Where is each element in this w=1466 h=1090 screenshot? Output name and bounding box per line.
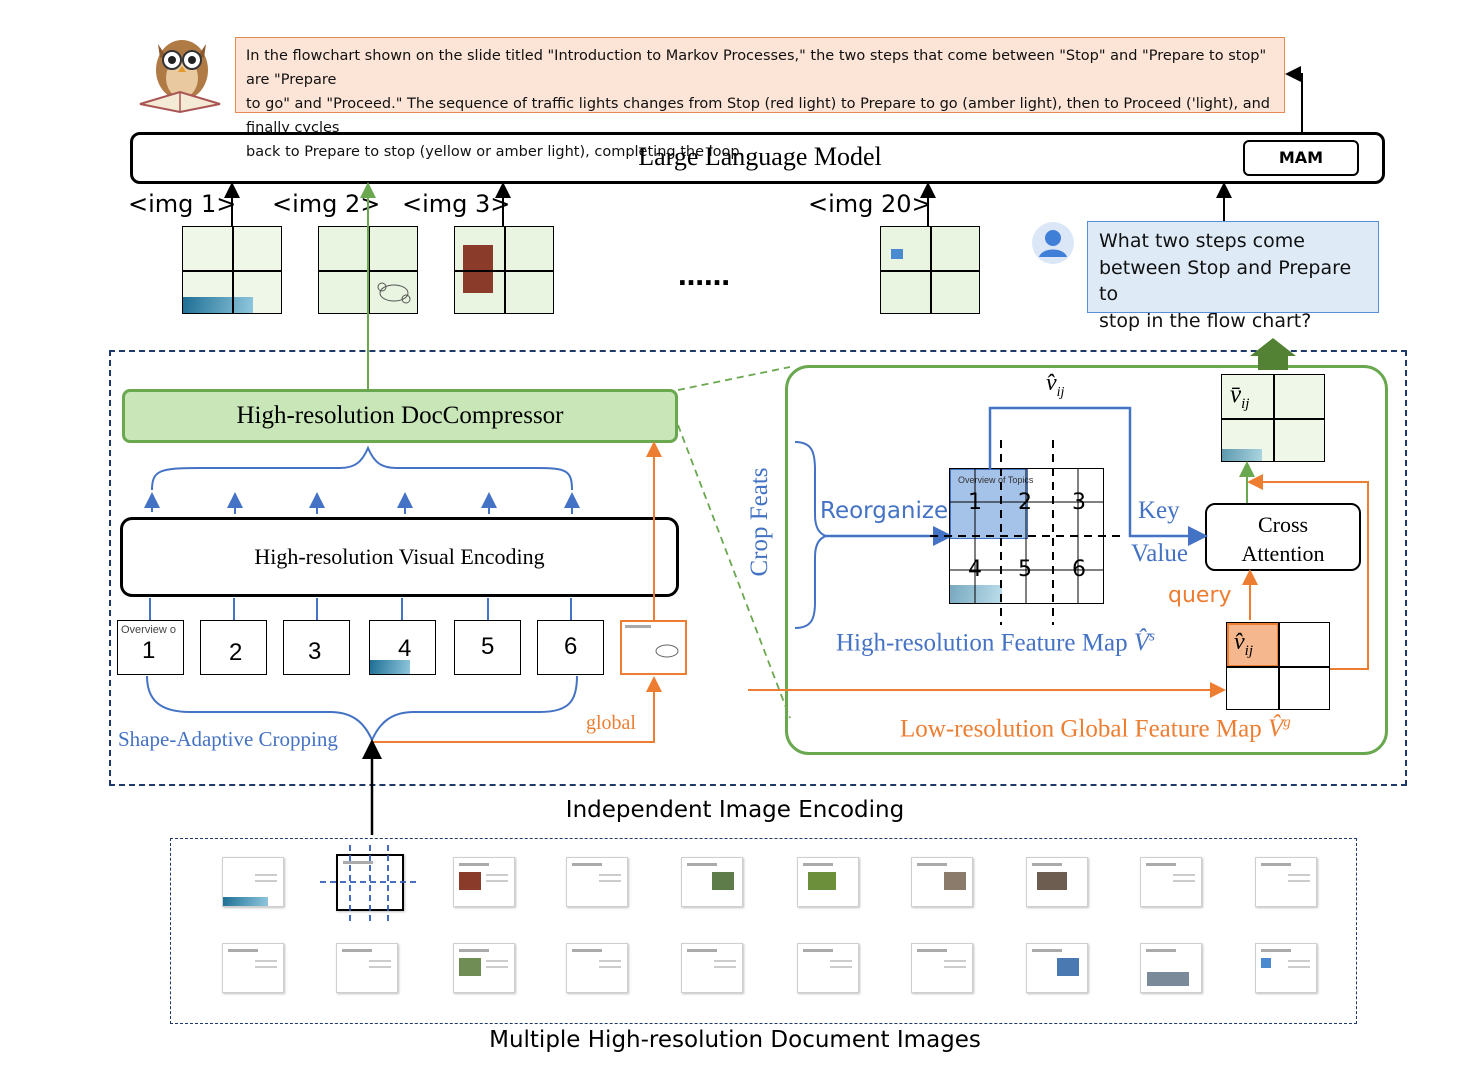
lr-map-symbol: V̂g: [1261, 715, 1291, 743]
lr-feature-map: [1226, 622, 1330, 710]
llm-title: Large Language Model: [638, 142, 882, 171]
hr-map-text: High-resolution Feature Map: [836, 629, 1128, 657]
key-label: Key: [1138, 497, 1180, 524]
crop-number: 1: [142, 637, 156, 664]
cross-attention-line: Cross: [1257, 512, 1309, 537]
crop-3: 3: [283, 620, 350, 675]
doc-thumb: [566, 857, 628, 907]
question-line: What two steps come: [1099, 230, 1305, 252]
owl-reading-icon: [130, 30, 230, 115]
hr-map-symbol: V̂s: [1127, 629, 1155, 657]
doc-thumb: [222, 943, 284, 993]
green-output-arrow: [1250, 338, 1296, 370]
llm-box: [130, 132, 1385, 184]
user-avatar-icon: [1030, 220, 1076, 266]
crop-number: 2: [229, 639, 243, 666]
arrow-answer: [1285, 66, 1303, 132]
hr-map-label: High-resolution Feature Map V̂s: [836, 629, 1155, 657]
crop-6: 6: [537, 620, 604, 675]
crop-number: 4: [398, 635, 412, 662]
answer-box: In the flowchart shown on the slide titl…: [235, 37, 1285, 160]
answer-line: In the flowchart shown on the slide titl…: [246, 48, 1267, 88]
answer-line: back to Prepare to stop (yellow or amber…: [246, 144, 745, 160]
doc-thumb: [681, 857, 743, 907]
reorganize-label: Reorganize: [820, 498, 949, 524]
doc-thumb: [911, 943, 973, 993]
output-feature-map: [1221, 374, 1325, 462]
section-title: Independent Image Encoding: [565, 797, 905, 823]
bottom-title: Multiple High-resolution Document Images: [489, 1027, 981, 1053]
global-image: [620, 620, 687, 675]
crop-5: 5: [454, 620, 521, 675]
crop-number: 5: [481, 633, 495, 660]
image-thumbnail-3: [454, 226, 554, 314]
independent-encoding-frame: [109, 350, 1407, 786]
doc-thumb: [1255, 943, 1317, 993]
doc-thumb: [1026, 857, 1088, 907]
overview-caption: Overview of Topics: [958, 475, 1034, 485]
doc-thumb: [797, 943, 859, 993]
doc-thumb: [911, 857, 973, 907]
image-thumbnail-20: [880, 226, 980, 314]
doc-thumb: [1140, 943, 1202, 993]
ellipsis: ……: [678, 262, 730, 292]
lr-map-text: Low-resolution Global Feature Map: [900, 715, 1262, 743]
doc-thumb: [1255, 857, 1317, 907]
global-label: global: [586, 712, 636, 734]
doc-thumb: [453, 943, 515, 993]
doc-thumb: [336, 943, 398, 993]
global-input: [372, 676, 662, 743]
shape-adaptive-label: Shape-Adaptive Cropping: [118, 727, 338, 751]
question-line: between Stop and Prepare to: [1099, 256, 1352, 306]
crop-4: 4: [369, 620, 436, 675]
document-images-frame: [170, 838, 1357, 1024]
doc-thumb: [1026, 943, 1088, 993]
doc-thumb: [797, 857, 859, 907]
v-ij-g-symbol: v̂ij: [1234, 629, 1253, 659]
mam-box: MAM: [1243, 140, 1359, 176]
image-thumbnail-1: [182, 226, 282, 314]
cross-attention-box: Cross Attention: [1205, 503, 1361, 571]
value-label: Value: [1131, 540, 1188, 567]
cross-attention-line: Attention: [1241, 541, 1325, 566]
key-value-path: [988, 406, 1208, 546]
question-box: What two steps come between Stop and Pre…: [1087, 221, 1379, 332]
img-token-20: <img 20>: [808, 190, 932, 218]
doc-thumb: [222, 857, 284, 907]
doc-thumb: [681, 943, 743, 993]
top-brace: [151, 445, 573, 491]
crop-1: Overview o 1: [117, 620, 184, 675]
visual-encoding-box: High-resolution Visual Encoding: [120, 517, 679, 597]
crop-2: 2: [200, 620, 267, 675]
question-line: stop in the flow chart?: [1099, 309, 1312, 332]
crop-number: 3: [308, 638, 322, 665]
doc-thumb: [1140, 857, 1202, 907]
detail-panel: [785, 365, 1388, 755]
lr-map-label: Low-resolution Global Feature Map V̂g: [900, 715, 1291, 743]
zoom-line-bottom: [677, 424, 791, 719]
residual-path: [1247, 474, 1369, 670]
v-bar-ij-symbol: v̄ij: [1230, 381, 1250, 412]
doc-compressor-box: High-resolution DocCompressor: [122, 389, 678, 443]
doc-thumb: [453, 857, 515, 907]
doc-thumb: [566, 943, 628, 993]
img-token-1: <img 1>: [128, 190, 237, 218]
query-label: query: [1168, 583, 1232, 608]
crop-number: 6: [564, 633, 578, 660]
img-token-3: <img 3>: [402, 190, 511, 218]
v-ij-s-symbol: v̂ij: [1046, 370, 1065, 400]
